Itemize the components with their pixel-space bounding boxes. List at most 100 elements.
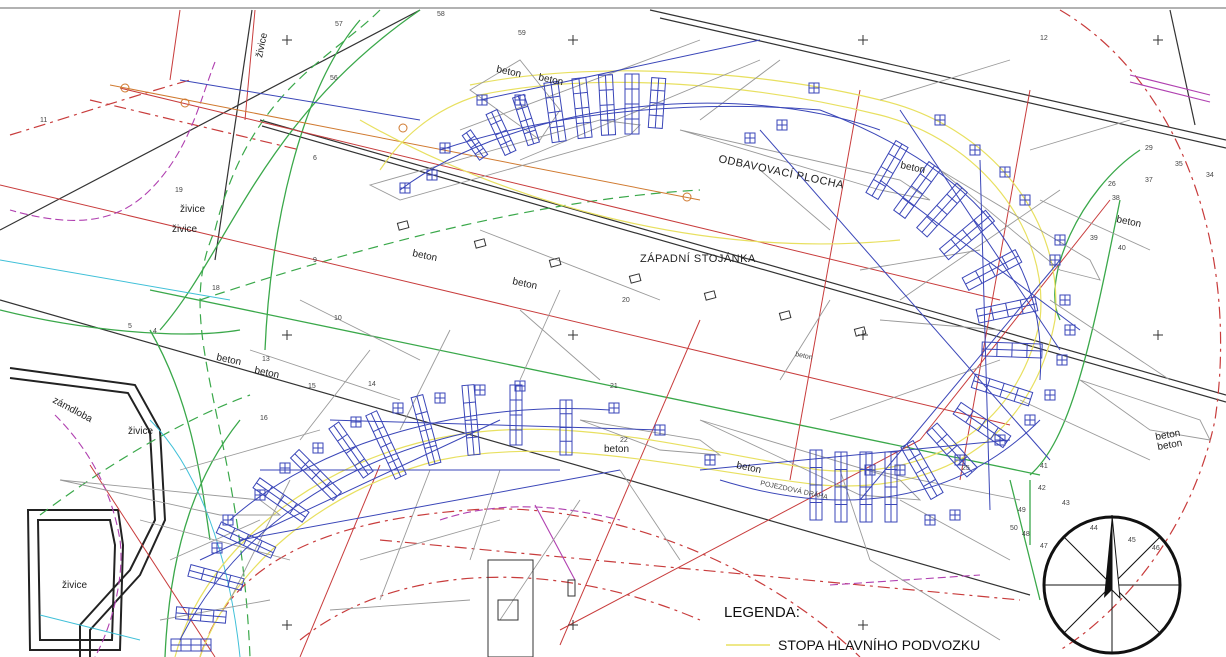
gear-marker bbox=[312, 442, 324, 454]
surface-label: beton bbox=[795, 351, 814, 362]
gear-track-cell bbox=[543, 80, 567, 144]
gear-marker bbox=[474, 384, 486, 396]
gear-track-cell bbox=[215, 521, 277, 559]
gear-track-cell bbox=[975, 296, 1039, 324]
gear-marker bbox=[1056, 354, 1068, 366]
point-number: 19 bbox=[175, 187, 183, 194]
gear-marker bbox=[894, 464, 906, 476]
gear-track-cell bbox=[916, 182, 968, 238]
gear-marker bbox=[808, 82, 820, 94]
gear-track-cell bbox=[624, 73, 640, 135]
aircraft-outlines bbox=[59, 39, 1211, 641]
point-number: 58 bbox=[437, 11, 445, 18]
magenta-lines bbox=[9, 61, 1211, 657]
gear-marker bbox=[514, 380, 526, 392]
gear-marker bbox=[1059, 294, 1071, 306]
point-number: 37 bbox=[1145, 177, 1153, 184]
gear-marker bbox=[426, 169, 438, 181]
point-number: 6 bbox=[313, 155, 317, 162]
gear-track-cell bbox=[597, 74, 617, 136]
green-dashed-lines bbox=[39, 9, 701, 657]
point-number: 21 bbox=[610, 383, 618, 390]
point-number: 34 bbox=[1206, 172, 1214, 179]
gear-marker bbox=[211, 542, 223, 554]
surface-label: beton bbox=[1115, 214, 1142, 230]
gear-marker bbox=[1024, 414, 1036, 426]
surface-label: beton bbox=[215, 352, 242, 368]
point-number: 45 bbox=[1128, 537, 1136, 544]
surface-label: beton bbox=[899, 160, 926, 176]
point-number: 22 bbox=[620, 437, 628, 444]
point-number: 47 bbox=[1040, 543, 1048, 550]
gear-marker bbox=[864, 464, 876, 476]
surface-label: beton bbox=[411, 248, 438, 264]
surface-label: beton bbox=[604, 444, 629, 455]
point-number: 57 bbox=[335, 21, 343, 28]
cyan-lines bbox=[0, 259, 241, 657]
point-number: 35 bbox=[1175, 161, 1183, 168]
gear-track-grids bbox=[170, 73, 1076, 652]
surface-label: beton bbox=[511, 276, 538, 292]
gear-marker bbox=[924, 514, 936, 526]
point-number: 25 bbox=[962, 465, 970, 472]
gear-track-cell bbox=[365, 410, 407, 480]
surface-label: beton bbox=[1155, 428, 1182, 443]
point-number: 38 bbox=[1112, 195, 1120, 202]
surface-label: beton bbox=[253, 365, 280, 381]
gear-marker bbox=[949, 509, 961, 521]
surface-label-asphalt: živice bbox=[128, 426, 153, 437]
surface-label: beton bbox=[537, 72, 564, 88]
legend-item-main-gear: STOPA HLAVNÍHO PODVOZKU bbox=[778, 637, 980, 653]
gear-marker bbox=[1019, 194, 1031, 206]
gear-marker bbox=[222, 514, 234, 526]
point-number: 12 bbox=[1040, 35, 1048, 42]
point-number: 59 bbox=[518, 30, 526, 37]
gear-track-cell bbox=[511, 93, 541, 147]
label-apron-west: ZÁPADNÍ STOJÁNKA bbox=[640, 252, 756, 265]
gear-track-cell bbox=[509, 384, 523, 446]
orange-lines bbox=[109, 83, 701, 202]
gear-track-cell bbox=[175, 606, 227, 624]
gear-track-cell bbox=[865, 139, 909, 201]
gear-track-cell bbox=[834, 451, 848, 523]
grid-crosses bbox=[282, 35, 1163, 630]
point-number: 29 bbox=[1145, 145, 1153, 152]
gear-track-cell bbox=[647, 77, 667, 129]
point-number: 11 bbox=[40, 117, 47, 124]
point-number: 16 bbox=[260, 415, 268, 422]
surface-label-asphalt: živice bbox=[62, 580, 87, 591]
legend: LEGENDA: STOPA HLAVNÍHO PODVOZKU bbox=[724, 604, 980, 653]
gear-marker bbox=[350, 416, 362, 428]
gear-marker bbox=[1054, 234, 1066, 246]
point-number: 26 bbox=[1108, 181, 1116, 188]
gear-track-cell bbox=[961, 249, 1023, 291]
surface-label: beton bbox=[495, 64, 522, 80]
point-number: 40 bbox=[1118, 245, 1126, 252]
point-number: 41 bbox=[1040, 463, 1048, 470]
stand-markers bbox=[396, 220, 867, 657]
point-number: 4 bbox=[153, 328, 157, 335]
point-number: 13 bbox=[262, 356, 270, 363]
gear-marker bbox=[514, 94, 526, 106]
gear-track-cell bbox=[981, 341, 1043, 359]
gear-marker bbox=[1044, 389, 1056, 401]
surface-label-asphalt: živice bbox=[172, 224, 197, 235]
gear-marker bbox=[1064, 324, 1076, 336]
gear-track-cell bbox=[859, 451, 873, 523]
taxiway-edge-lines bbox=[0, 9, 1226, 596]
gear-track-cell bbox=[809, 449, 823, 521]
gear-marker bbox=[608, 402, 620, 414]
gear-marker bbox=[704, 454, 716, 466]
surface-label: beton bbox=[735, 460, 762, 476]
point-number: 15 bbox=[308, 383, 316, 390]
surface-label: beton bbox=[1157, 438, 1184, 453]
point-number: 5 bbox=[128, 323, 132, 330]
point-number: 48 bbox=[1022, 531, 1030, 538]
point-number: 56 bbox=[330, 75, 338, 82]
gear-track-cell bbox=[952, 401, 1012, 449]
surface-label-asphalt: živice bbox=[180, 204, 205, 215]
point-number: 42 bbox=[1038, 485, 1046, 492]
gear-track-cell bbox=[461, 129, 489, 161]
point-number: 49 bbox=[1018, 507, 1026, 514]
